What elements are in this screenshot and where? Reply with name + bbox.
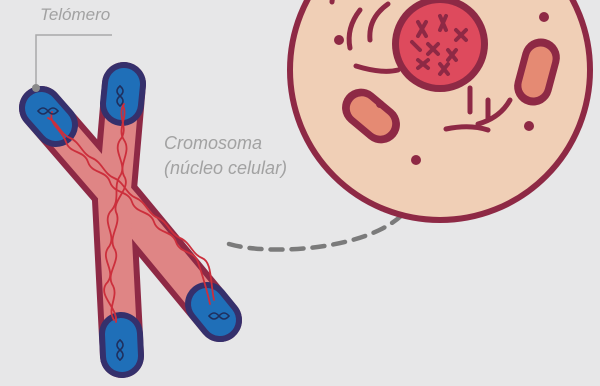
chromosome-label: Cromosoma (núcleo celular) bbox=[164, 131, 287, 181]
telomere-label: Telómero bbox=[40, 5, 110, 25]
nucleus bbox=[392, 0, 488, 92]
telomere-leader-line bbox=[36, 35, 112, 86]
dot-icon bbox=[32, 84, 40, 92]
chromosome-label-line2: (núcleo celular) bbox=[164, 156, 287, 181]
chromosome-label-line1: Cromosoma bbox=[164, 131, 287, 156]
chromosome bbox=[38, 84, 229, 360]
cell bbox=[290, 0, 590, 220]
